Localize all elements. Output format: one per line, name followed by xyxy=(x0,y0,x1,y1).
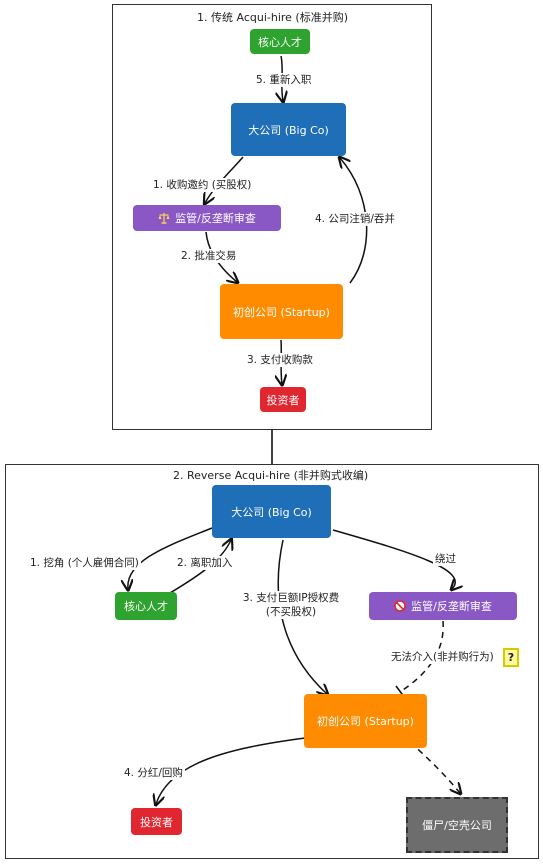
node-big-co: 大公司 (Big Co) xyxy=(231,103,346,156)
edge-label-rehire: 5. 重新入职 xyxy=(254,73,314,87)
edge-label-license: 3. 支付巨额IP授权费 (不买股权) xyxy=(230,591,352,619)
edge-label-approve: 2. 批准交易 xyxy=(179,249,239,263)
node-zombie-company: 僵尸/空壳公司 xyxy=(406,797,508,853)
node-big-co-reverse: 大公司 (Big Co) xyxy=(212,485,331,538)
scales-icon xyxy=(158,213,170,224)
edge-poach xyxy=(128,527,213,589)
review-label-reverse: 监管/反垄断审查 xyxy=(411,600,492,613)
edge-license xyxy=(277,539,327,694)
node-core-talent: 核心人才 xyxy=(250,29,310,54)
node-regulatory-review-reverse: 监管/反垄断审查 xyxy=(369,592,517,620)
prohibited-icon xyxy=(394,600,406,612)
review-label: 监管/反垄断审查 xyxy=(175,212,256,225)
edge-label-bypass: 绕过 xyxy=(433,552,458,566)
question-icon: ? xyxy=(503,648,519,667)
edge-label-leave: 2. 离职加入 xyxy=(175,556,235,570)
node-investor-reverse: 投资者 xyxy=(131,808,182,835)
edge-to-zombie xyxy=(409,741,460,793)
edge-bypass xyxy=(332,529,455,589)
reverse-title: 2. Reverse Acqui-hire (非并购式收编) xyxy=(173,469,369,482)
traditional-title: 1. 传统 Acqui-hire (标准并购) xyxy=(197,11,349,24)
node-regulatory-review: 监管/反垄断审查 xyxy=(133,205,281,231)
edge-label-poach: 1. 挖角 (个人雇佣合同) xyxy=(28,556,141,570)
edge-label-dividend: 4. 分红/回购 xyxy=(122,766,185,780)
edge-label-offer: 1. 收购邀约 (买股权) xyxy=(151,178,254,192)
node-core-talent-reverse: 核心人才 xyxy=(115,592,177,620)
edge-dividend xyxy=(156,737,306,804)
edge-cannot xyxy=(399,620,444,693)
node-startup: 初创公司 (Startup) xyxy=(220,284,343,339)
edge-label-cannot: 无法介入(非并购行为) xyxy=(389,650,496,664)
node-startup-reverse: 初创公司 (Startup) xyxy=(304,694,427,748)
edge-label-dissolve: 4. 公司注销/吞并 xyxy=(313,212,397,226)
node-investor: 投资者 xyxy=(260,387,306,412)
edge-label-pay: 3. 支付收购款 xyxy=(245,353,315,367)
